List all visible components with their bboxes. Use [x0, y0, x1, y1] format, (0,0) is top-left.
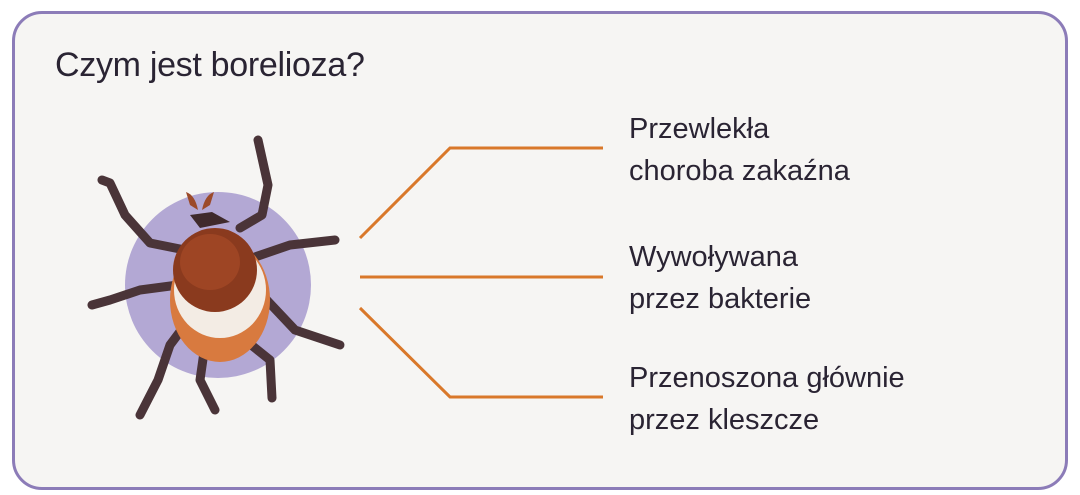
fact-3-line1: Przenoszona głównie	[629, 362, 905, 394]
fact-1: Przewlekła choroba zakaźna	[629, 108, 850, 192]
connector-lines	[358, 146, 603, 399]
fact-1-line2: choroba zakaźna	[629, 155, 850, 187]
page-title: Czym jest borelioza?	[55, 46, 365, 84]
fact-2-line1: Wywoływana	[629, 241, 798, 273]
fact-1-line1: Przewlekła	[629, 113, 770, 145]
fact-2: Wywoływana przez bakterie	[629, 236, 811, 320]
tick-icon	[87, 135, 345, 420]
fact-2-line2: przez bakterie	[629, 283, 812, 315]
fact-3: Przenoszona głównie przez kleszcze	[629, 357, 905, 441]
fact-3-line2: przez kleszcze	[629, 404, 820, 436]
